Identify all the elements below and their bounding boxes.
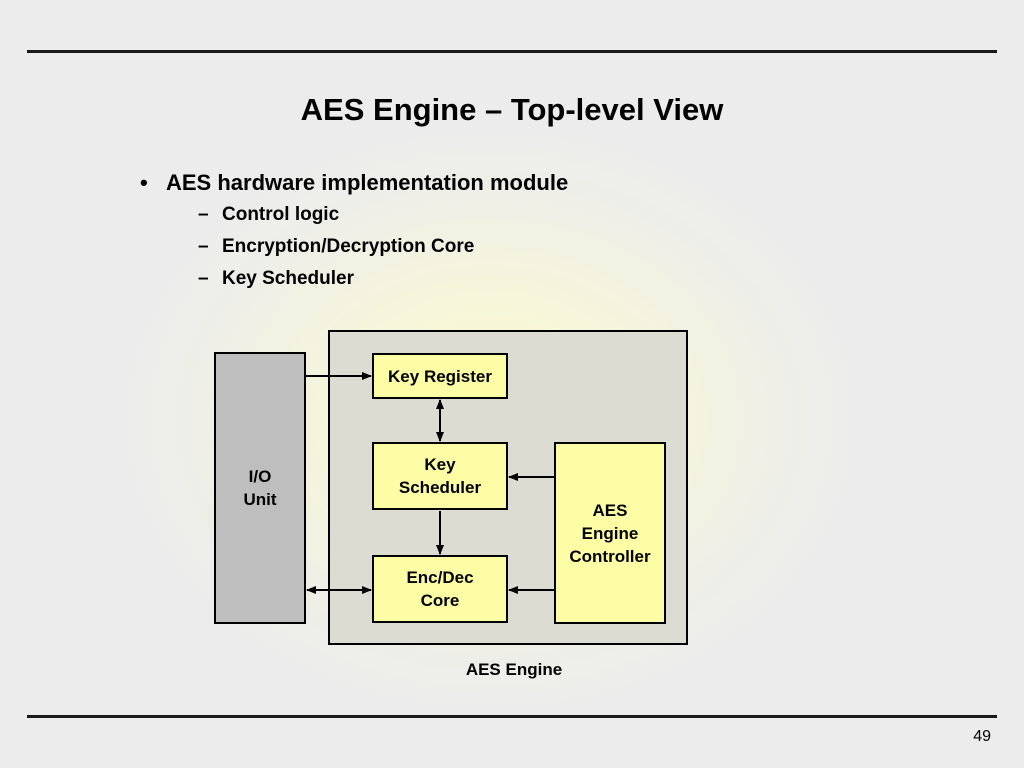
sub-bullet-text: Encryption/Decryption Core (222, 236, 475, 257)
dash-mark: – (198, 204, 209, 225)
sub-bullet-item: –Encryption/Decryption Core (198, 236, 568, 258)
bullet-list: •AES hardware implementation module –Con… (140, 170, 568, 300)
sub-bullet-item: –Key Scheduler (198, 268, 568, 290)
aes-engine-controller-block: AES Engine Controller (554, 442, 666, 624)
enc-dec-core-block: Enc/Dec Core (372, 555, 508, 623)
dash-mark: – (198, 236, 209, 257)
page-number: 49 (973, 728, 991, 745)
key-register-block: Key Register (372, 353, 508, 399)
sub-bullet-text: Key Scheduler (222, 268, 354, 289)
aes-engine-label: AES Engine (465, 660, 563, 679)
sub-bullet-text: Control logic (222, 204, 340, 225)
dash-mark: – (198, 268, 209, 289)
key-scheduler-block: Key Scheduler (372, 442, 508, 510)
bottom-rule (27, 715, 997, 718)
top-rule (27, 50, 997, 53)
bullet-mark: • (140, 170, 148, 195)
sub-bullet-list: –Control logic –Encryption/Decryption Co… (198, 204, 568, 290)
io-unit-block: I/O Unit (214, 352, 306, 624)
bullet-text: AES hardware implementation module (166, 170, 569, 195)
bullet-item: • AES hardware implementation module (140, 170, 568, 196)
sub-bullet-item: –Control logic (198, 204, 568, 226)
slide-title: AES Engine – Top-level View (300, 92, 724, 127)
